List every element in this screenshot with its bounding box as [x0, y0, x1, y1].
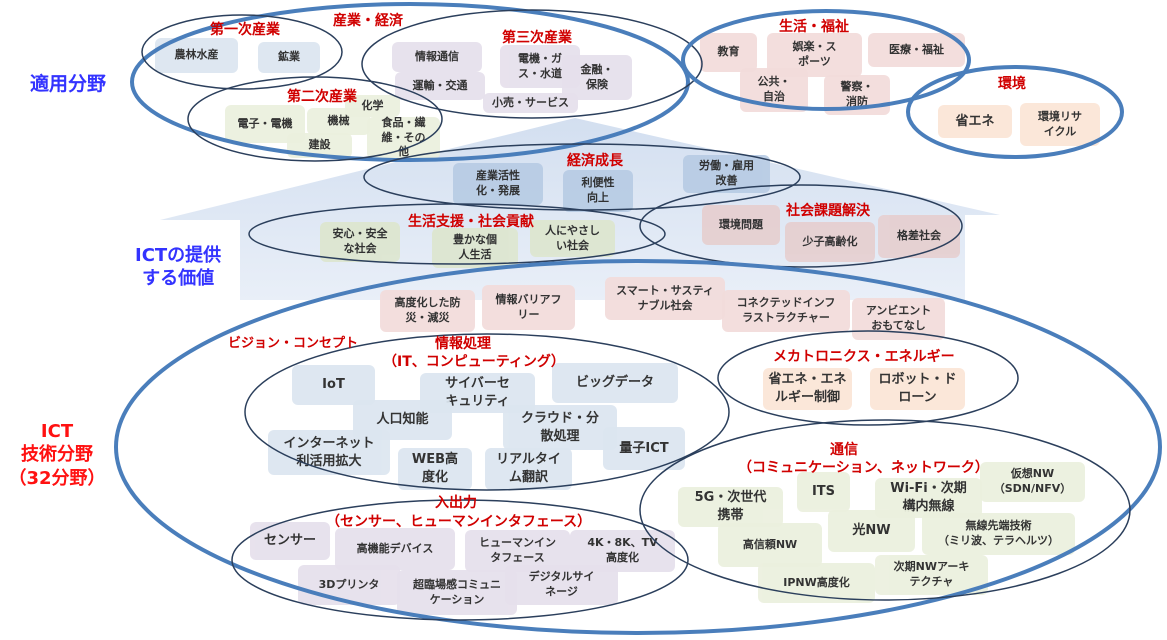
box-internet: インターネット 利活用拡大: [268, 430, 390, 475]
secondary-ellipse: [187, 76, 443, 162]
box-iot: IoT: [292, 365, 375, 405]
io-ellipse: [231, 499, 689, 621]
welfare-label: 生活・福祉: [779, 19, 849, 35]
box-signage: デジタルサイ ネージ: [505, 565, 618, 605]
box-medical: 医療・福祉: [868, 33, 965, 67]
social-label: 社会課題解決: [786, 203, 870, 219]
box-barrier-free: 情報バリアフ リー: [482, 285, 575, 330]
life-label: 生活支援・社会貢献: [408, 214, 534, 230]
box-inequality: 格差社会: [878, 215, 960, 258]
box-rich-life: 豊かな個 人生活: [432, 228, 518, 268]
box-web: WEB高 度化: [398, 448, 472, 490]
tertiary-label: 第三次産業: [502, 30, 572, 46]
box-electronics: 電子・電機: [225, 105, 305, 143]
box-disaster: 高度化した防 災・減災: [380, 290, 475, 332]
box-convenience: 利便性 向上: [563, 170, 633, 212]
box-energy-control: 省エネ・エネ ルギー制御: [763, 368, 852, 410]
applied-fields-label: 適用分野: [30, 73, 107, 95]
box-industry-growth: 産業活性 化・発展: [453, 163, 543, 205]
box-bigdata: ビッグデータ: [552, 363, 678, 403]
box-optical-nw: 光NW: [828, 510, 915, 552]
environment-label: 環境: [998, 76, 1026, 92]
mechatronics-label: メカトロニクス・エネルギー: [773, 349, 955, 365]
box-ict: 情報通信: [392, 42, 482, 72]
box-recycle: 環境リサ イクル: [1020, 103, 1100, 146]
tech-ellipse: [114, 259, 1162, 635]
primary-ellipse: [141, 14, 343, 90]
welfare-ellipse: [681, 9, 971, 111]
ict-tech-fields-label: ICT 技術分野 （32分野）: [8, 421, 106, 489]
box-utilities: 電機・ガ ス・水道: [500, 45, 580, 88]
box-connected-infra: コネクテッドインフ ラストラクチャー: [722, 290, 850, 332]
mechatronics-ellipse: [717, 330, 1019, 426]
box-its: ITS: [797, 472, 850, 512]
box-machinery: 機械: [307, 108, 370, 135]
network-ellipse: [639, 419, 1131, 601]
box-telepresence: 超臨場感コミュニ ケーション: [397, 570, 517, 615]
secondary-label: 第二次産業: [287, 89, 357, 105]
box-friendly-society: 人にやさし い社会: [530, 220, 615, 257]
environment-ellipse: [906, 65, 1124, 159]
computing-label: 情報処理: [435, 336, 491, 352]
io-label: 入出力: [435, 495, 477, 511]
network-sublabel: （コミュニケーション、ネットワーク）: [738, 460, 989, 476]
ict-value-label: ICTの提供 する価値: [135, 245, 222, 290]
box-translation: リアルタイ ム翻訳: [485, 448, 572, 490]
box-reliable-nw: 高信頼NW: [718, 523, 822, 567]
box-3d-printer: 3Dプリンタ: [298, 565, 400, 605]
box-education: 教育: [700, 33, 757, 72]
social-ellipse: [639, 184, 963, 268]
box-retail: 小売・サービス: [483, 93, 578, 113]
primary-label: 第一次産業: [210, 22, 280, 38]
box-wifi: Wi-Fi・次期 構内無線: [875, 478, 982, 518]
box-smart-society: スマート・サスティ ナブル社会: [605, 277, 725, 320]
industry-ellipse: [130, 2, 690, 162]
box-5g: 5G・次世代 携帯: [678, 487, 783, 527]
industry-label: 産業・経済: [333, 13, 403, 29]
growth-label: 経済成長: [567, 153, 623, 169]
box-energy-saving: 省エネ: [938, 105, 1012, 138]
box-environment-issue: 環境問題: [702, 205, 780, 245]
box-mining: 鉱業: [258, 42, 320, 73]
box-next-nw: 次期NWアーキ テクチャ: [875, 555, 988, 595]
box-robot: ロボット・ド ローン: [870, 368, 965, 410]
box-cloud: クラウド・分 散処理: [503, 405, 617, 450]
box-transport: 運輸・交通: [395, 72, 485, 100]
box-wireless: 無線先端技術 （ミリ波、テラヘルツ）: [922, 513, 1075, 555]
computing-sublabel: （IT、コンピューティング）: [383, 354, 565, 370]
box-sensor: センサー: [250, 522, 330, 560]
box-aging: 少子高齢化: [785, 222, 875, 262]
box-device: 高機能デバイス: [335, 528, 455, 570]
box-ambient: アンビエント おもてなし: [852, 298, 945, 340]
vision-label: ビジョン・コンセプト: [228, 336, 359, 351]
box-finance: 金融・ 保険: [562, 55, 632, 100]
box-virtual-nw: 仮想NW （SDN/NFV）: [980, 462, 1085, 502]
network-label: 通信: [830, 442, 858, 458]
computing-ellipse: [244, 333, 730, 491]
box-chemical: 化学: [345, 95, 400, 117]
tertiary-ellipse: [361, 9, 703, 119]
io-sublabel: （センサー、ヒューマンインタフェース）: [326, 514, 592, 530]
box-safety: 安心・安全 な社会: [320, 222, 400, 262]
life-ellipse: [248, 203, 666, 265]
